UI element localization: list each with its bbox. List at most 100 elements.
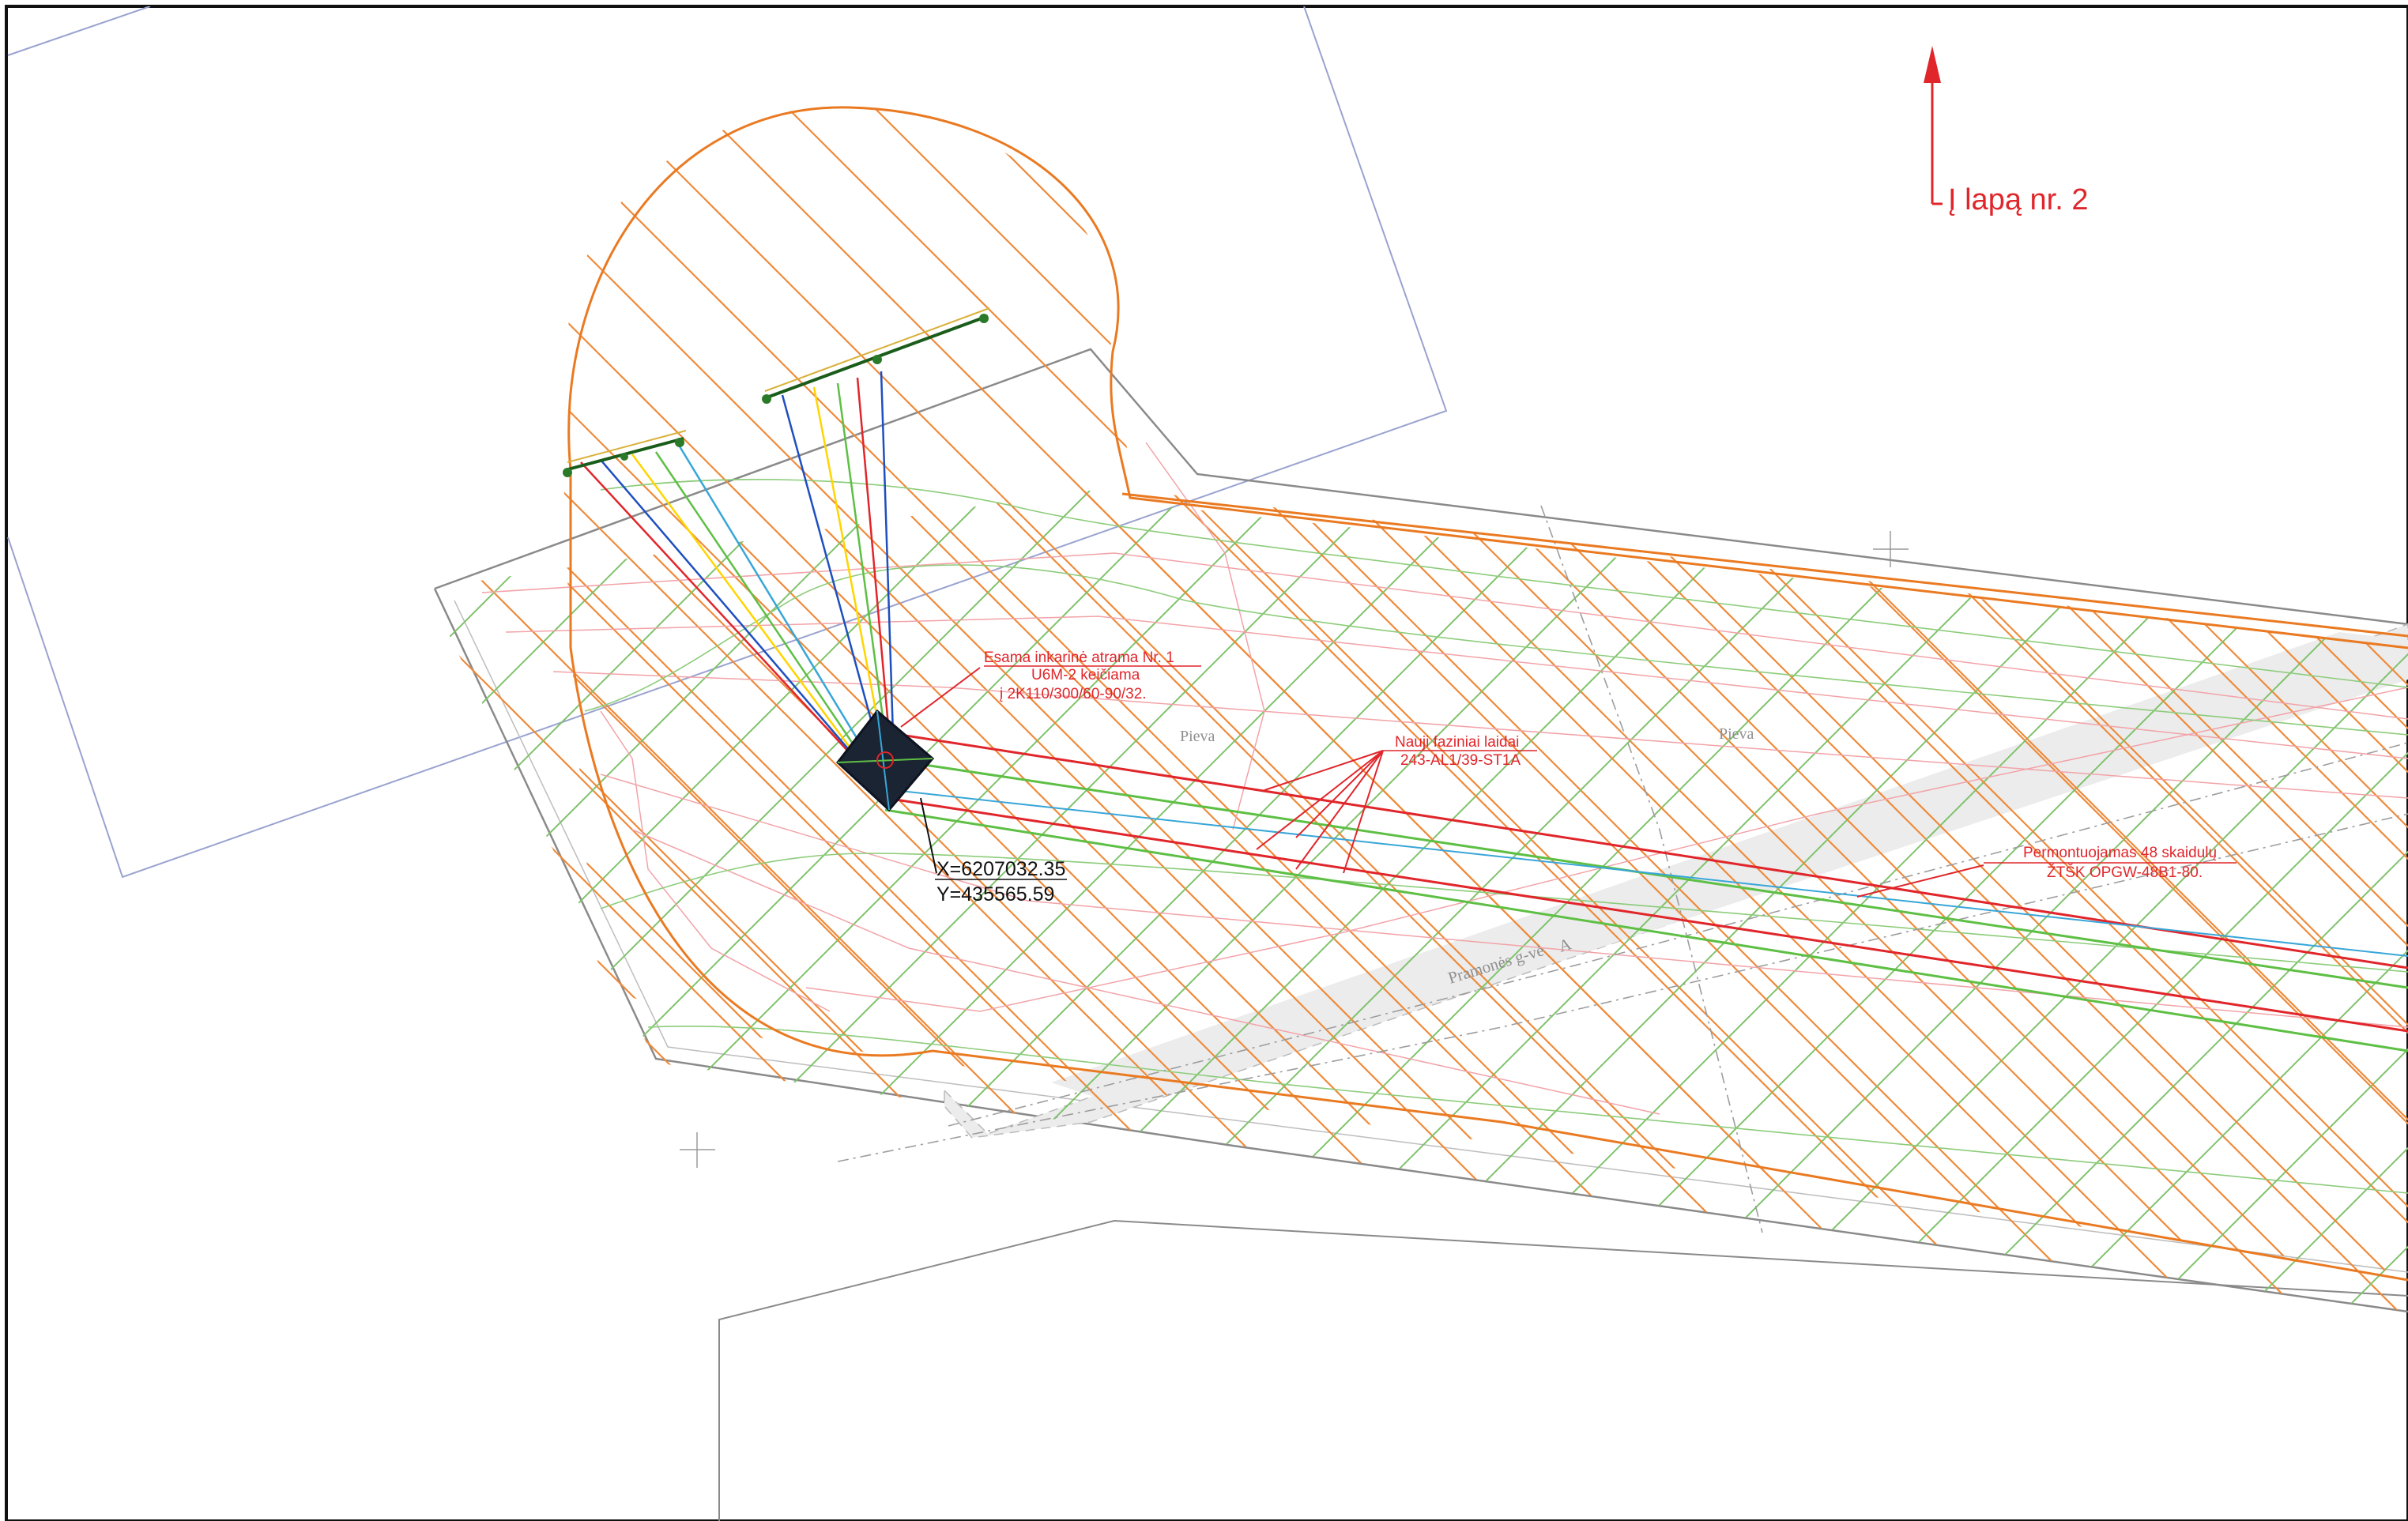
note-leaders — [900, 667, 1984, 898]
hatch-line-green — [948, 490, 2408, 1312]
hatch-line-orange — [0, 0, 115, 1521]
crossarm-left — [563, 430, 687, 477]
parcel-boundary-corridor-top — [434, 348, 2408, 626]
crossarm-right — [762, 307, 990, 404]
pole-note-line3: į 2K110/300/60-90/32. — [1000, 686, 1147, 702]
hatch-line-green — [2133, 490, 2408, 1312]
hatch-line-orange — [561, 107, 1767, 1274]
hatch-line-orange — [2172, 490, 2408, 1312]
hatch-line-orange — [1283, 490, 2408, 1312]
anchor-pole-1 — [835, 709, 935, 812]
parcel-boundary-top — [7, 6, 151, 56]
sheet-border — [5, 5, 2408, 1521]
hatch-line-orange — [561, 107, 1506, 1274]
hatch-line-orange — [427, 490, 1226, 1312]
hatch-line-orange — [1114, 107, 2408, 1274]
hatch-line-green — [1441, 490, 2408, 1312]
hatch-line-orange — [561, 107, 2028, 1274]
hatch-line-orange — [987, 490, 2408, 1312]
hatch-line-orange — [0, 0, 288, 1521]
meadow-label-2: Pieva — [1719, 725, 1754, 743]
opgw-note: Permontuojamas 48 skaidulų ŽTŠK OPGW-48B… — [1984, 845, 2237, 881]
hatch-line-orange — [561, 107, 811, 1274]
hatch-line-orange — [427, 490, 633, 1312]
hatch-line-orange — [1481, 490, 2408, 1312]
hatch-line-orange — [1382, 490, 2408, 1312]
topo-lines — [481, 442, 2408, 1115]
power-line-conductors — [884, 733, 2408, 1052]
conductor-note-line1: Nauji faziniai laidai — [1395, 734, 1519, 751]
hatch-line-orange — [427, 490, 1522, 1312]
hatch-line-orange — [0, 0, 28, 1521]
hatch-line-green — [0, 0, 296, 1521]
hatch-line-green — [0, 0, 395, 1521]
conductor-note-line2: 243-AL1/39-ST1A — [1400, 752, 1521, 769]
hatch-line-orange — [561, 107, 1332, 1274]
hatch-line-green — [0, 0, 198, 1521]
hatch-line-orange — [427, 490, 435, 1312]
coordinate-y: Y=435565.59 — [936, 883, 1054, 905]
hatch-line-orange — [1027, 107, 2408, 1274]
hatch-line-orange — [561, 107, 637, 1274]
hatch-line-orange — [561, 107, 1159, 1274]
hatch-line-orange — [0, 0, 138, 1521]
hatch-line-orange — [561, 107, 898, 1274]
protection-zone-outline-lower — [569, 470, 2408, 1282]
hatch-line-green — [427, 490, 1285, 1312]
hatch-line-orange — [940, 107, 2408, 1274]
utility-lines — [837, 505, 2408, 1233]
pole-note-line2: U6M-2 keičiama — [1031, 667, 1140, 683]
hatch-line-green — [427, 490, 495, 1312]
sheet-2-arrow — [1924, 46, 1943, 205]
hatch-line-orange — [0, 0, 336, 1521]
hatch-line-orange — [561, 107, 1419, 1274]
protection-zone-outline — [567, 106, 2408, 649]
hatch-line-green — [427, 490, 594, 1312]
hatch-line-orange — [427, 490, 929, 1312]
hatch-line-orange — [2370, 490, 2408, 1312]
opgw-note-line1: Permontuojamas 48 skaidulų — [2023, 845, 2217, 861]
parcel-boundary-bottom — [718, 1219, 2408, 1521]
coordinate-x: X=6207032.35 — [936, 858, 1065, 880]
hatch-line-orange — [1580, 490, 2408, 1312]
hatch-line-green — [427, 490, 791, 1312]
opgw-note-line2: ŽTŠK OPGW-48B1-80. — [2047, 864, 2203, 881]
hatch-line-green — [1935, 490, 2408, 1312]
hatch-line-orange — [0, 0, 462, 1521]
hatch-line-orange — [888, 490, 2408, 1312]
green-contours — [584, 479, 2408, 1194]
drop-conductors — [580, 371, 895, 783]
hatch-line-orange — [1374, 107, 2408, 1274]
hatch-line-orange — [0, 0, 202, 1521]
pole-coordinates: X=6207032.35 Y=435565.59 — [936, 858, 1065, 905]
meadow-label-1: Pieva — [1180, 728, 1215, 745]
road-band-fill — [1051, 632, 2408, 1106]
parcel-boundary-inner — [454, 600, 2408, 1273]
hatch-line-orange — [1086, 490, 2408, 1312]
hatch-line-orange — [0, 0, 237, 1521]
hatch-line-orange — [561, 107, 1941, 1274]
coordinate-leader — [920, 797, 937, 874]
hatch-line-orange — [561, 107, 724, 1274]
parcel-boundary-left — [7, 6, 1448, 879]
hatch-line-orange — [1461, 107, 2408, 1274]
hatch-line-green — [427, 490, 1581, 1312]
hatch-line-green — [2034, 490, 2408, 1312]
hatch-line-orange — [427, 490, 831, 1312]
hatch-line-orange — [561, 107, 985, 1274]
hatch-line-orange — [0, 0, 375, 1521]
conductor-note: Nauji faziniai laidai 243-AL1/39-ST1A — [1383, 734, 1537, 769]
hatch-line-green — [427, 490, 1483, 1312]
hatch-line-orange — [561, 107, 1854, 1274]
survey-crosshairs — [680, 531, 1909, 1168]
pole-note: Esama inkarinė atrama Nr. 1 U6M-2 keičia… — [984, 649, 1201, 702]
sheet-reference-label: Į lapą nr. 2 — [1948, 183, 2088, 216]
hatch-line-orange — [561, 107, 1593, 1274]
hatch-line-green — [2232, 490, 2408, 1312]
hatch-line-green — [427, 490, 1384, 1312]
hatch-line-orange — [427, 490, 1423, 1312]
hatch-line-green — [427, 490, 692, 1312]
hatch-line-green — [427, 490, 890, 1312]
hatch-line-orange — [1185, 490, 2408, 1312]
